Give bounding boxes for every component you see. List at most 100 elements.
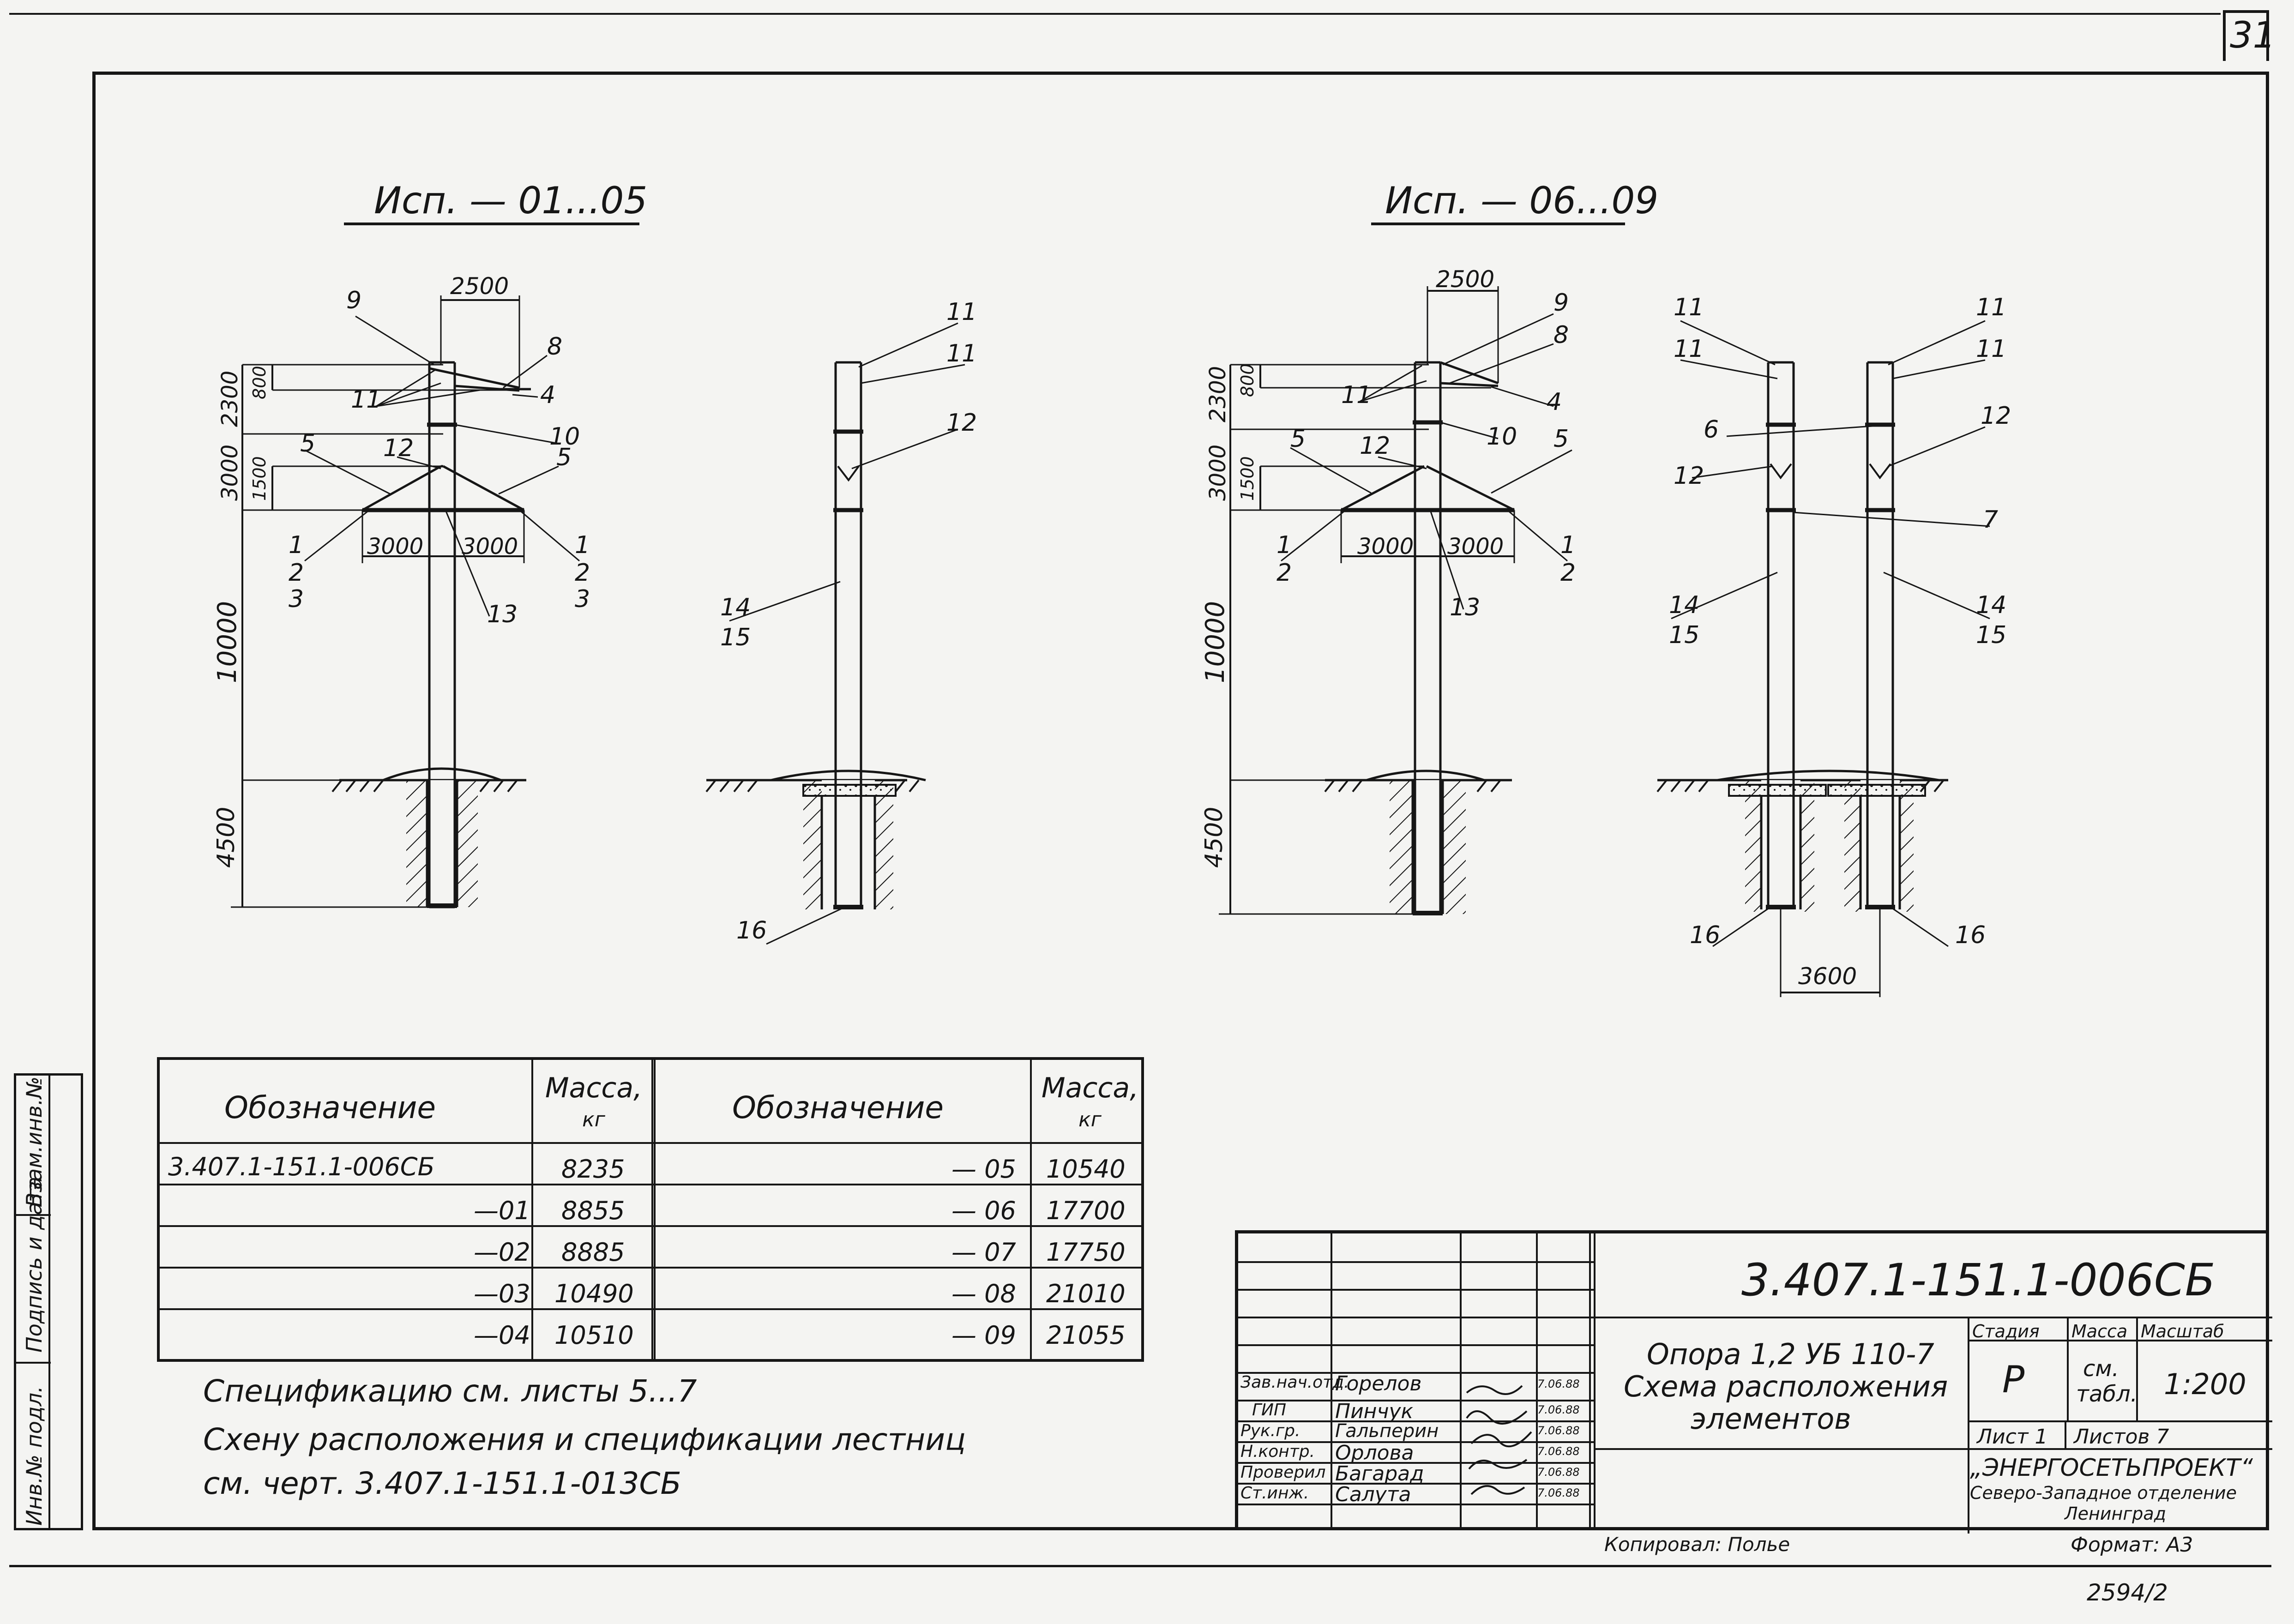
pole-b: [705, 322, 965, 945]
callout-11-d2: 11: [1674, 335, 1704, 363]
archive-number: 2594/2: [2087, 1579, 2168, 1606]
table-header-mass-left: Масса,кг: [538, 1074, 649, 1132]
variants-table: Обозначение Масса,кг Обозначение Масса,к…: [157, 1057, 1144, 1362]
callout-5b-a: 5: [556, 444, 572, 471]
table-row-left-0-mass: 8235: [561, 1155, 625, 1184]
callout-1b-c: 1: [1560, 531, 1576, 559]
note-line-2: Схену расположения и спецификации лестни…: [203, 1422, 966, 1457]
callout-9-c: 9: [1553, 289, 1569, 317]
table-row-left-0-designation: 3.407.1-151.1-006СБ: [168, 1152, 435, 1181]
callout-13-c: 13: [1450, 594, 1481, 621]
title-block-mass: см.: [2083, 1356, 2119, 1382]
dim-middle-a: 3000: [217, 444, 243, 501]
callout-14-b: 14: [720, 594, 751, 621]
drawing-frame: [92, 72, 2269, 1530]
callout-11-b2: 11: [946, 340, 977, 367]
callout-15-b: 15: [720, 624, 751, 651]
callout-7-e: 7: [1983, 506, 1999, 534]
callout-8-c: 8: [1553, 321, 1569, 349]
callout-1b-a: 1: [575, 531, 590, 559]
title-block-scale: 1:200: [2164, 1367, 2246, 1401]
sig-date-3: 7.06.88: [1537, 1445, 1580, 1458]
title-block-sheet: Лист 1: [1977, 1425, 2048, 1449]
note-line-3: см. черт. 3.407.1-151.1-013СБ: [203, 1466, 681, 1501]
sig-name-2: Гальперин: [1335, 1420, 1439, 1442]
sig-date-1: 7.06.88: [1537, 1403, 1580, 1416]
callout-1-c: 1: [1276, 531, 1292, 559]
callout-12-e: 12: [1981, 402, 2011, 430]
callout-2b-a: 2: [575, 559, 590, 587]
callout-12-c: 12: [1360, 432, 1391, 460]
scan-edge-top: [9, 13, 2221, 15]
sig-date-4: 7.06.88: [1537, 1466, 1580, 1479]
dim-shaft-a: 10000: [212, 601, 242, 683]
callout-11-c: 11: [1341, 381, 1372, 409]
title-block-scale-label: Масштаб: [2141, 1321, 2224, 1341]
sig-name-5: Салута: [1335, 1483, 1411, 1506]
sig-role-0: Зав.нач.отд.: [1240, 1373, 1349, 1392]
title-block-mass-label: Масса: [2071, 1321, 2128, 1341]
callout-8-a: 8: [547, 333, 563, 361]
callout-5-c: 5: [1290, 425, 1306, 453]
callout-11-a: 11: [351, 386, 382, 414]
pole-de: [1656, 320, 1990, 997]
sig-role-1: ГИП: [1252, 1401, 1287, 1419]
dim-embed-c: 4500: [1200, 806, 1228, 868]
table-row-left-2-mass: 8885: [561, 1238, 625, 1267]
copied-by: Копировал: Полье: [1604, 1533, 1790, 1556]
dim-arm-left-c: 3000: [1357, 534, 1414, 559]
sig-role-5: Ст.инж.: [1240, 1484, 1309, 1503]
dim-middle-c: 3000: [1205, 444, 1231, 501]
variant-title-right: Исп. — 06...09: [1385, 179, 1659, 222]
sig-role-2: Рук.гр.: [1240, 1421, 1301, 1440]
dim-crossarm-top-c: 2500: [1436, 266, 1495, 293]
table-row-left-1-mass: 8855: [561, 1196, 625, 1225]
callout-11-e2: 11: [1976, 335, 2007, 363]
callout-2-a: 2: [289, 559, 304, 587]
dim-upper-small-a: 800: [249, 366, 270, 399]
callout-16-b: 16: [736, 917, 767, 944]
dim-middle-small-c: 1500: [1237, 456, 1258, 501]
dim-arm-right-a: 3000: [462, 534, 518, 559]
title-block-org-1: „ЭНЕРГОСЕТЬПРОЕКТ“: [1970, 1454, 2253, 1482]
table-row-right-0-designation: — 05: [951, 1155, 1016, 1184]
table-header-mass-right: Масса,кг: [1035, 1074, 1145, 1132]
callout-14-d: 14: [1669, 591, 1700, 619]
table-row-right-4-designation: — 09: [951, 1321, 1016, 1350]
callout-6-d: 6: [1704, 416, 1719, 444]
dim-upper-gap-c: 2300: [1205, 366, 1231, 422]
title-block-stage: Р: [2002, 1358, 2025, 1401]
side-stamp-inv-no: Инв.№ подл.: [22, 1386, 47, 1526]
dim-arm-right-c: 3000: [1447, 534, 1504, 559]
title-block-org-3: Ленинград: [2065, 1504, 2166, 1524]
pole-c: [1219, 286, 1572, 915]
note-line-1: Спецификацию см. листы 5...7: [203, 1373, 697, 1409]
callout-1-a: 1: [289, 531, 304, 559]
table-row-right-3-designation: — 08: [951, 1279, 1016, 1308]
callout-12-d: 12: [1674, 462, 1704, 490]
pole-a: [231, 295, 580, 908]
callout-4-a: 4: [540, 381, 556, 409]
title-block-sheets: Листов 7: [2074, 1425, 2169, 1449]
table-header-mass-label-right: Масса,: [1041, 1072, 1139, 1104]
title-block-org-2: Северо-Западное отделение: [1970, 1483, 2237, 1503]
table-row-right-2-designation: — 07: [951, 1238, 1016, 1267]
handwritten-signatures: [1466, 1385, 1532, 1495]
dim-upper-gap-a: 2300: [217, 370, 243, 427]
dim-embed-a: 4500: [212, 806, 240, 868]
dim-arm-left-a: 3000: [367, 534, 424, 559]
callout-9-a: 9: [346, 287, 362, 314]
sig-name-4: Багарад: [1335, 1462, 1424, 1486]
callout-16-d: 16: [1690, 921, 1721, 949]
dim-shaft-c: 10000: [1200, 601, 1230, 683]
sig-role-3: Н.контр.: [1240, 1442, 1315, 1461]
table-row-right-3-mass: 21010: [1046, 1279, 1126, 1308]
table-row-right-2-mass: 17750: [1046, 1238, 1126, 1267]
title-block-title-3: элементов: [1691, 1402, 1851, 1436]
callout-15-e: 15: [1976, 621, 2007, 649]
sig-date-2: 7.06.88: [1537, 1424, 1580, 1437]
table-row-left-1-designation: —01: [474, 1196, 530, 1225]
table-row-left-3-mass: 10490: [554, 1279, 634, 1308]
table-row-right-0-mass: 10540: [1046, 1155, 1126, 1184]
callout-2-c: 2: [1276, 559, 1292, 587]
